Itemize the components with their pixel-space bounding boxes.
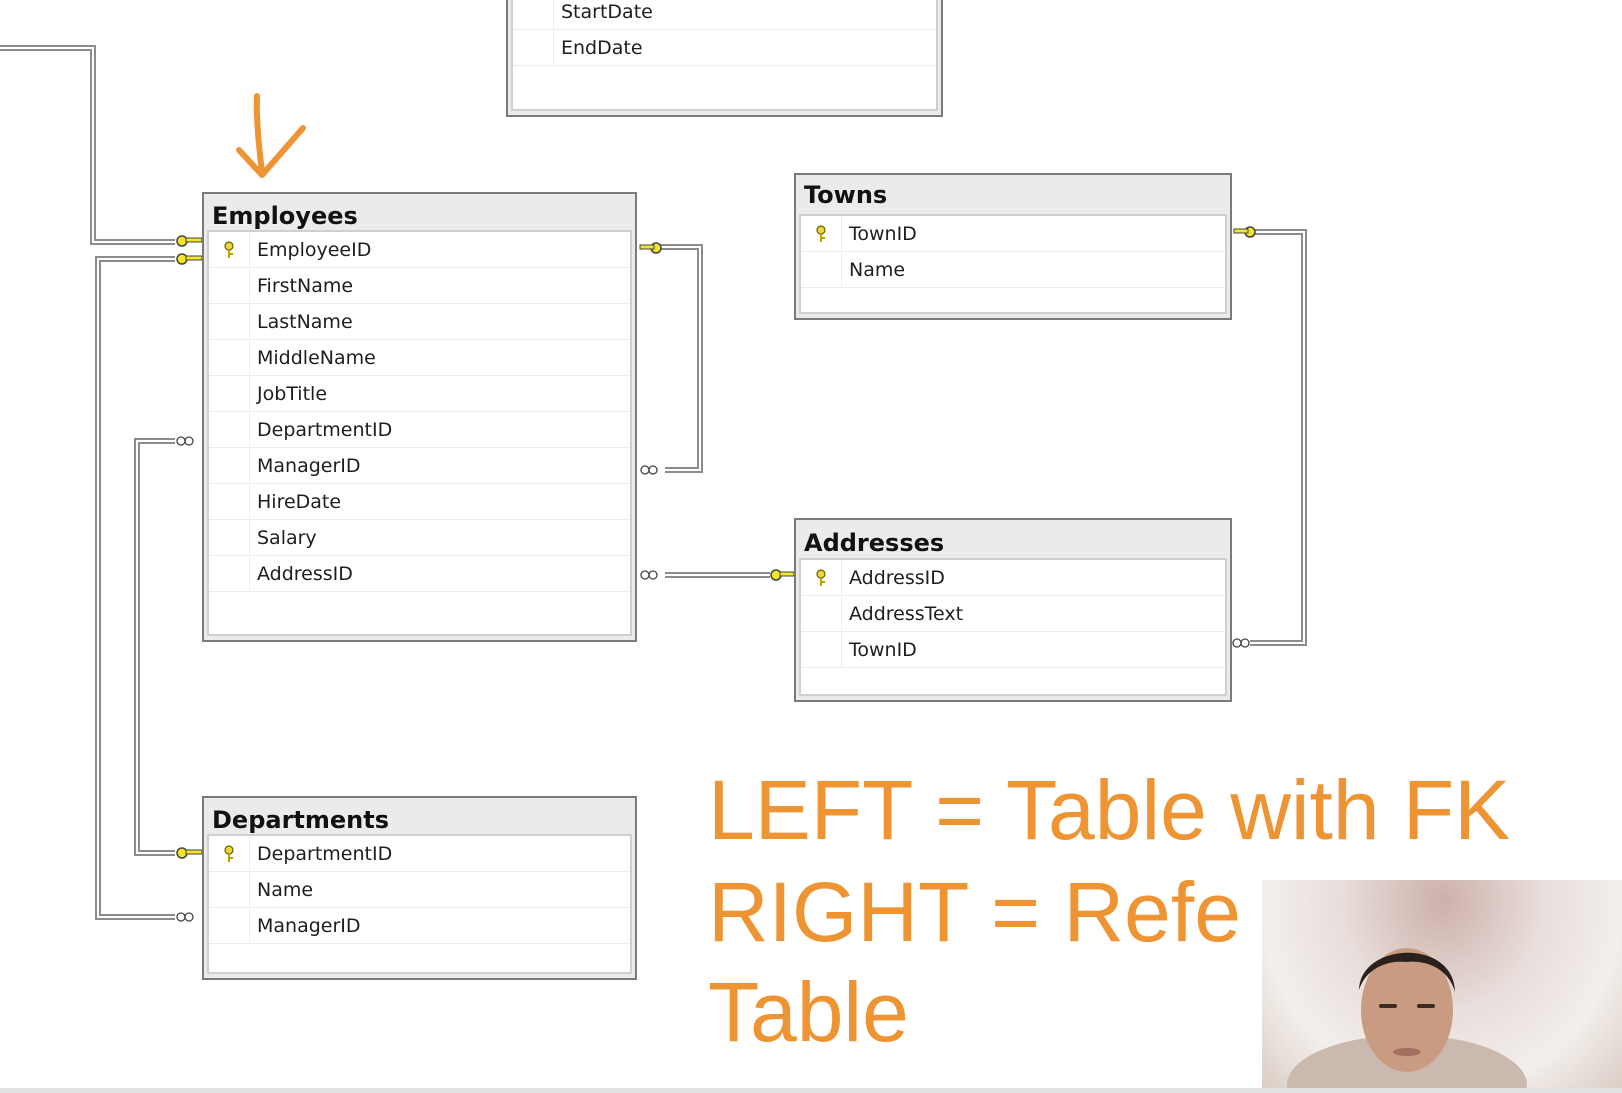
table-projects[interactable]: StartDate EndDate bbox=[506, 0, 943, 117]
table-employees[interactable]: Employees EmployeeID FirstName LastName … bbox=[202, 192, 637, 642]
annotation-line-3: Table bbox=[708, 965, 909, 1059]
key-endpoint-icon bbox=[176, 847, 203, 859]
column-name: TownID bbox=[849, 223, 917, 245]
scrollbar-track[interactable] bbox=[0, 1088, 1622, 1093]
infinity-endpoint-icon bbox=[176, 436, 194, 446]
column-row[interactable]: TownID bbox=[801, 632, 1225, 668]
column-row[interactable]: StartDate bbox=[513, 0, 936, 30]
column-row[interactable]: MiddleName bbox=[209, 340, 630, 376]
table-departments[interactable]: Departments DepartmentID Name ManagerID bbox=[202, 796, 637, 980]
column-name: Name bbox=[257, 879, 314, 901]
relationship-line bbox=[660, 248, 699, 469]
relationship-line bbox=[134, 438, 175, 856]
column-list: TownID Name bbox=[799, 214, 1227, 314]
primary-key-icon bbox=[816, 569, 826, 586]
relationship-lines bbox=[0, 45, 1307, 920]
column-row[interactable]: LastName bbox=[209, 304, 630, 340]
table-title: Employees bbox=[212, 202, 358, 230]
column-name: LastName bbox=[257, 311, 353, 333]
column-name: AddressID bbox=[849, 567, 945, 589]
column-row[interactable]: FirstName bbox=[209, 268, 630, 304]
table-title: Towns bbox=[804, 181, 888, 209]
column-name: StartDate bbox=[561, 1, 653, 23]
column-name: AddressID bbox=[257, 563, 353, 585]
column-name: DepartmentID bbox=[257, 419, 393, 441]
column-row[interactable]: AddressID bbox=[801, 560, 1225, 596]
column-name: ManagerID bbox=[257, 915, 361, 937]
column-name: ManagerID bbox=[257, 455, 361, 477]
table-title: Departments bbox=[212, 806, 390, 834]
column-name: Salary bbox=[257, 527, 317, 549]
webcam-person bbox=[1287, 948, 1527, 1093]
column-row[interactable]: Name bbox=[209, 872, 630, 908]
column-row[interactable]: AddressText bbox=[801, 596, 1225, 632]
column-name: DepartmentID bbox=[257, 843, 393, 865]
table-addresses[interactable]: Addresses AddressID AddressText TownID bbox=[794, 518, 1232, 702]
column-name: JobTitle bbox=[257, 383, 328, 405]
column-row[interactable]: DepartmentID bbox=[209, 412, 630, 448]
infinity-endpoint-icon bbox=[640, 465, 658, 475]
infinity-endpoint-icon bbox=[176, 912, 194, 922]
table-title: Addresses bbox=[804, 529, 945, 557]
annotation-line-1: LEFT = Table with FK bbox=[708, 763, 1511, 857]
relationship-line bbox=[660, 244, 703, 473]
column-row[interactable]: EmployeeID bbox=[209, 232, 630, 268]
column-row[interactable]: ManagerID bbox=[209, 448, 630, 484]
column-list: AddressID AddressText TownID bbox=[799, 558, 1227, 696]
column-name: TownID bbox=[849, 639, 917, 661]
column-row[interactable]: JobTitle bbox=[209, 376, 630, 412]
table-towns[interactable]: Towns TownID Name bbox=[794, 173, 1232, 320]
key-endpoint-icon bbox=[176, 253, 203, 265]
column-name: EndDate bbox=[561, 37, 643, 59]
annotation-line-2: RIGHT = Refe bbox=[708, 865, 1241, 959]
infinity-endpoint-icon bbox=[640, 570, 658, 580]
relationship-line bbox=[0, 45, 175, 241]
column-row[interactable]: TownID bbox=[801, 216, 1225, 252]
column-name: HireDate bbox=[257, 491, 342, 513]
column-row[interactable]: Salary bbox=[209, 520, 630, 556]
column-row[interactable]: AddressID bbox=[209, 556, 630, 592]
relationship-line bbox=[1250, 229, 1307, 646]
infinity-endpoint-icon bbox=[1232, 638, 1250, 648]
column-list: EmployeeID FirstName LastName MiddleName… bbox=[207, 230, 632, 636]
webcam-overlay bbox=[1262, 880, 1622, 1093]
primary-key-icon bbox=[224, 241, 234, 258]
column-row[interactable]: DepartmentID bbox=[209, 836, 630, 872]
column-row[interactable]: EndDate bbox=[513, 30, 936, 66]
column-name: FirstName bbox=[257, 275, 354, 297]
relationship-line bbox=[138, 442, 175, 852]
column-name: Name bbox=[849, 259, 906, 281]
relationship-line bbox=[0, 49, 175, 245]
column-list: DepartmentID Name ManagerID bbox=[207, 834, 632, 974]
relationship-line bbox=[95, 256, 175, 920]
key-endpoint-icon bbox=[176, 235, 203, 247]
relationship-line bbox=[99, 260, 175, 916]
column-name: MiddleName bbox=[257, 347, 376, 369]
column-row[interactable]: HireDate bbox=[209, 484, 630, 520]
arrow-down-annotation bbox=[236, 93, 306, 178]
relationship-line bbox=[1250, 233, 1303, 642]
column-name: AddressText bbox=[849, 603, 964, 625]
column-row[interactable]: ManagerID bbox=[209, 908, 630, 944]
primary-key-icon bbox=[816, 225, 826, 242]
column-name: EmployeeID bbox=[257, 239, 372, 261]
key-endpoint-icon bbox=[639, 242, 662, 254]
column-row[interactable]: Name bbox=[801, 252, 1225, 288]
key-endpoint-icon bbox=[770, 569, 795, 581]
key-endpoint-icon bbox=[1233, 226, 1256, 238]
primary-key-icon bbox=[224, 845, 234, 862]
